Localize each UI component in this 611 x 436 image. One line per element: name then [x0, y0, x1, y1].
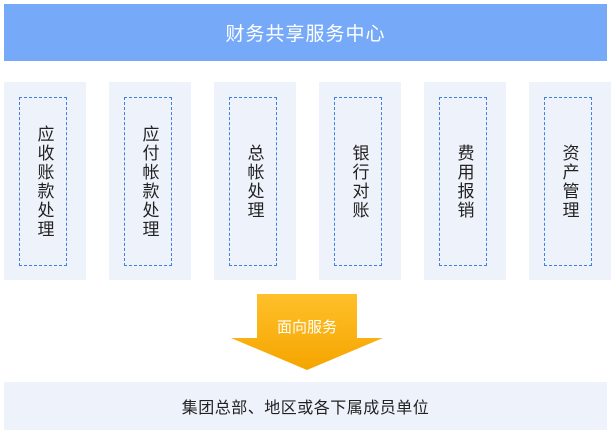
module-label-asset-management: 资产管理 — [558, 143, 579, 220]
module-card-frame: 费用报销 — [439, 97, 487, 266]
module-card-general-ledger: 总帐处理 — [214, 82, 296, 280]
module-card-expense-reimbursement: 费用报销 — [424, 82, 506, 280]
header-title: 财务共享服务中心 — [225, 23, 386, 45]
module-row: 应收账款处理 应付帐款处理 总帐处理 银行对账 费用报销 资产管理 — [0, 82, 611, 280]
module-label-general-ledger: 总帐处理 — [243, 143, 264, 220]
module-label-receivables: 应收账款处理 — [33, 124, 54, 239]
module-label-bank-reconciliation: 银行对账 — [348, 143, 369, 220]
module-card-frame: 总帐处理 — [229, 97, 277, 266]
subsidiaries-footer: 集团总部、地区或各下属成员单位 — [4, 382, 607, 430]
module-card-frame: 银行对账 — [334, 97, 382, 266]
module-card-frame: 资产管理 — [544, 97, 592, 266]
footer-text: 集团总部、地区或各下属成员单位 — [181, 398, 430, 417]
module-card-frame: 应付帐款处理 — [124, 97, 172, 266]
arrow-label: 面向服务 — [276, 318, 337, 336]
module-card-asset-management: 资产管理 — [529, 82, 611, 280]
module-card-bank-reconciliation: 银行对账 — [319, 82, 401, 280]
module-label-expense-reimbursement: 费用报销 — [453, 143, 474, 220]
module-card-payables: 应付帐款处理 — [109, 82, 191, 280]
service-center-header: 财务共享服务中心 — [4, 4, 607, 61]
module-card-receivables: 应收账款处理 — [4, 82, 86, 280]
module-card-frame: 应收账款处理 — [19, 97, 67, 266]
service-arrow: 面向服务 — [231, 294, 383, 370]
module-label-payables: 应付帐款处理 — [138, 124, 159, 239]
down-arrow-icon — [231, 294, 383, 370]
